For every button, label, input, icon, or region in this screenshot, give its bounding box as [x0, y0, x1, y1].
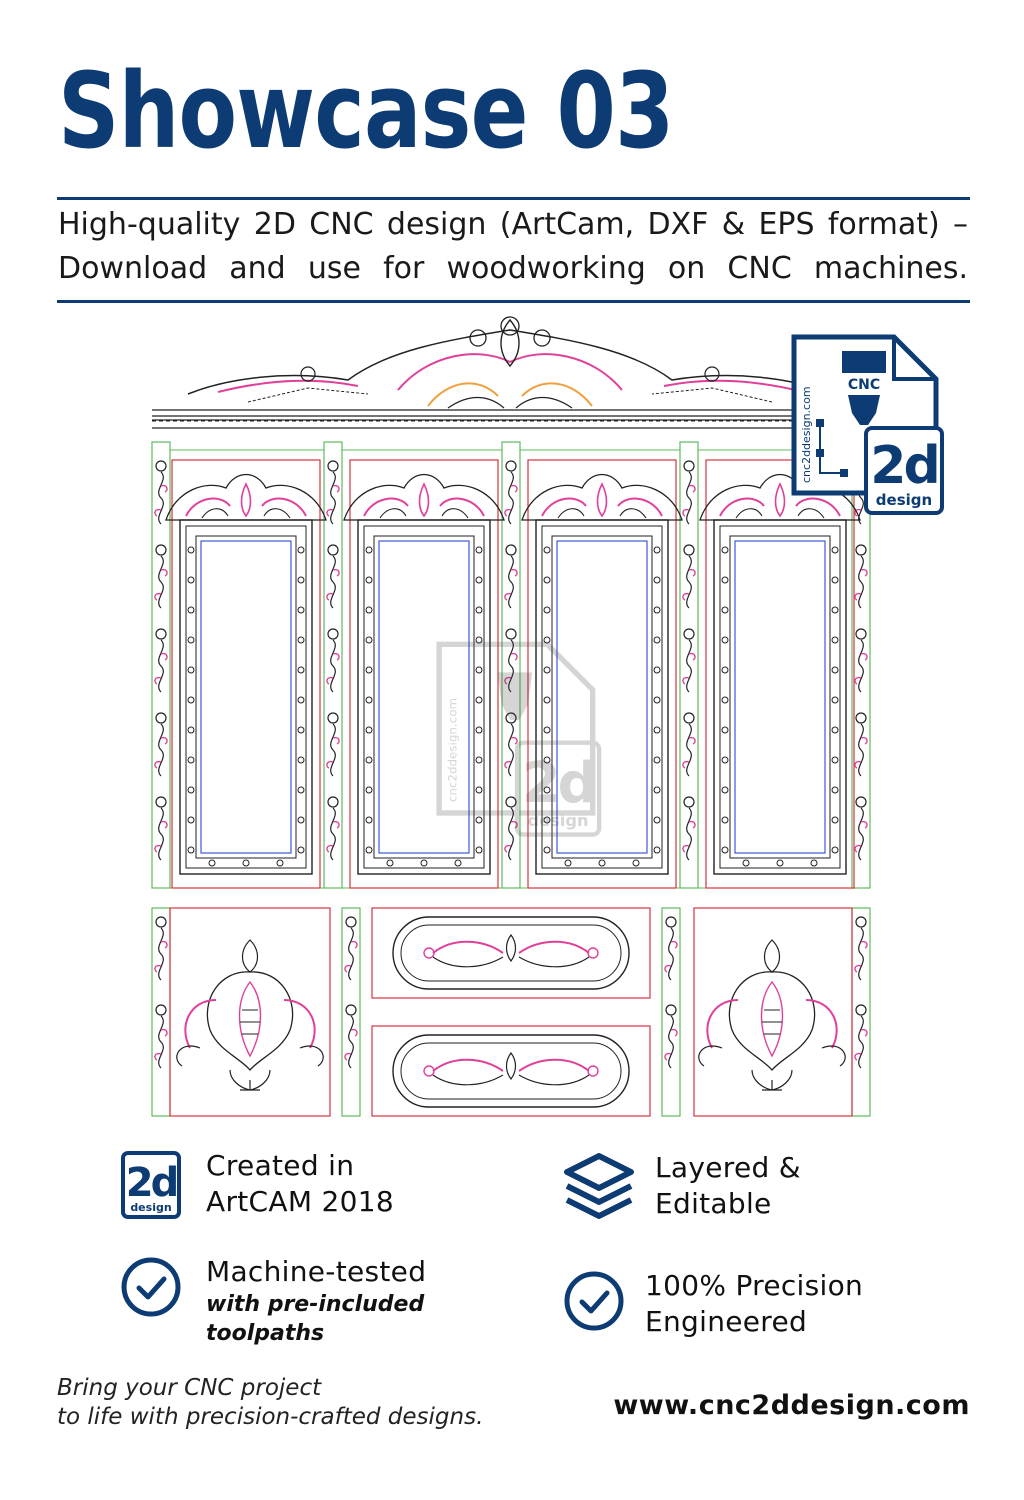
- feature-tested-sub-2: toolpaths: [206, 1321, 325, 1346]
- subtitle: High-quality 2D CNC design (ArtCam, DXF …: [58, 203, 968, 291]
- logo-cnc-text: CNC: [848, 377, 880, 393]
- feature-created-line-2: ArtCAM 2018: [206, 1185, 394, 1218]
- cnc-cabinet-drawing: [151, 316, 871, 1117]
- crown-ornament: [152, 316, 870, 429]
- subtitle-line-2: Download and use for woodworking on CNC …: [58, 251, 968, 286]
- feature-layered-line-1: Layered &: [655, 1151, 801, 1184]
- bottom-divider: [57, 300, 970, 303]
- tagline: Bring your CNC project to life with prec…: [57, 1374, 483, 1432]
- logo-design-text: design: [876, 491, 932, 509]
- layers-icon: [564, 1153, 634, 1219]
- logo-vertical-url: cnc2ddesign.com: [800, 386, 813, 483]
- watermark-vertical-url: cnc2ddesign.com: [445, 698, 459, 802]
- top-divider: [57, 197, 970, 200]
- feature-precision-line-1: 100% Precision: [645, 1269, 864, 1302]
- feature-tested: Machine-tested with pre-included toolpat…: [120, 1254, 426, 1348]
- feature-layered-line-2: Editable: [655, 1187, 772, 1220]
- feature-created-line-1: Created in: [206, 1149, 355, 1182]
- tagline-line-2: to life with precision-crafted designs.: [57, 1404, 484, 1430]
- feature-logo-design: design: [130, 1201, 171, 1214]
- feature-created-text: Created in ArtCAM 2018: [206, 1148, 394, 1220]
- check-circle-icon: [121, 1257, 181, 1317]
- subtitle-line-1: High-quality 2D CNC design (ArtCam, DXF …: [58, 207, 968, 242]
- page-title: Showcase 03: [58, 50, 674, 172]
- watermark-logo: 2d design cnc2ddesign.com: [436, 641, 602, 837]
- feature-layered-text: Layered & Editable: [655, 1150, 801, 1222]
- feature-tested-title: Machine-tested: [206, 1255, 427, 1288]
- website-link[interactable]: www.cnc2ddesign.com: [613, 1390, 970, 1421]
- cnc2d-logo-badge: CNC cnc2ddesign.com 2d design: [791, 334, 944, 515]
- feature-precision-text: 100% Precision Engineered: [645, 1268, 863, 1340]
- feature-precision: 100% Precision Engineered: [563, 1268, 863, 1340]
- feature-created: 2d design Created in ArtCAM 2018: [120, 1148, 394, 1220]
- watermark-design-text: design: [528, 811, 589, 830]
- check-circle-icon: [564, 1271, 624, 1331]
- tagline-line-1: Bring your CNC project: [57, 1375, 322, 1401]
- feature-tested-text: Machine-tested with pre-included toolpat…: [206, 1254, 426, 1348]
- feature-tested-sub-1: with pre-included: [206, 1292, 425, 1317]
- feature-logo-2d: 2d: [126, 1160, 177, 1206]
- lower-doors: [151, 907, 871, 1117]
- watermark-2d-text: 2d: [522, 751, 595, 816]
- feature-precision-line-2: Engineered: [645, 1305, 808, 1338]
- feature-layered: Layered & Editable: [563, 1150, 801, 1222]
- 2d-design-logo-icon: 2d design: [121, 1151, 181, 1219]
- logo-2d-text: 2d: [870, 436, 937, 496]
